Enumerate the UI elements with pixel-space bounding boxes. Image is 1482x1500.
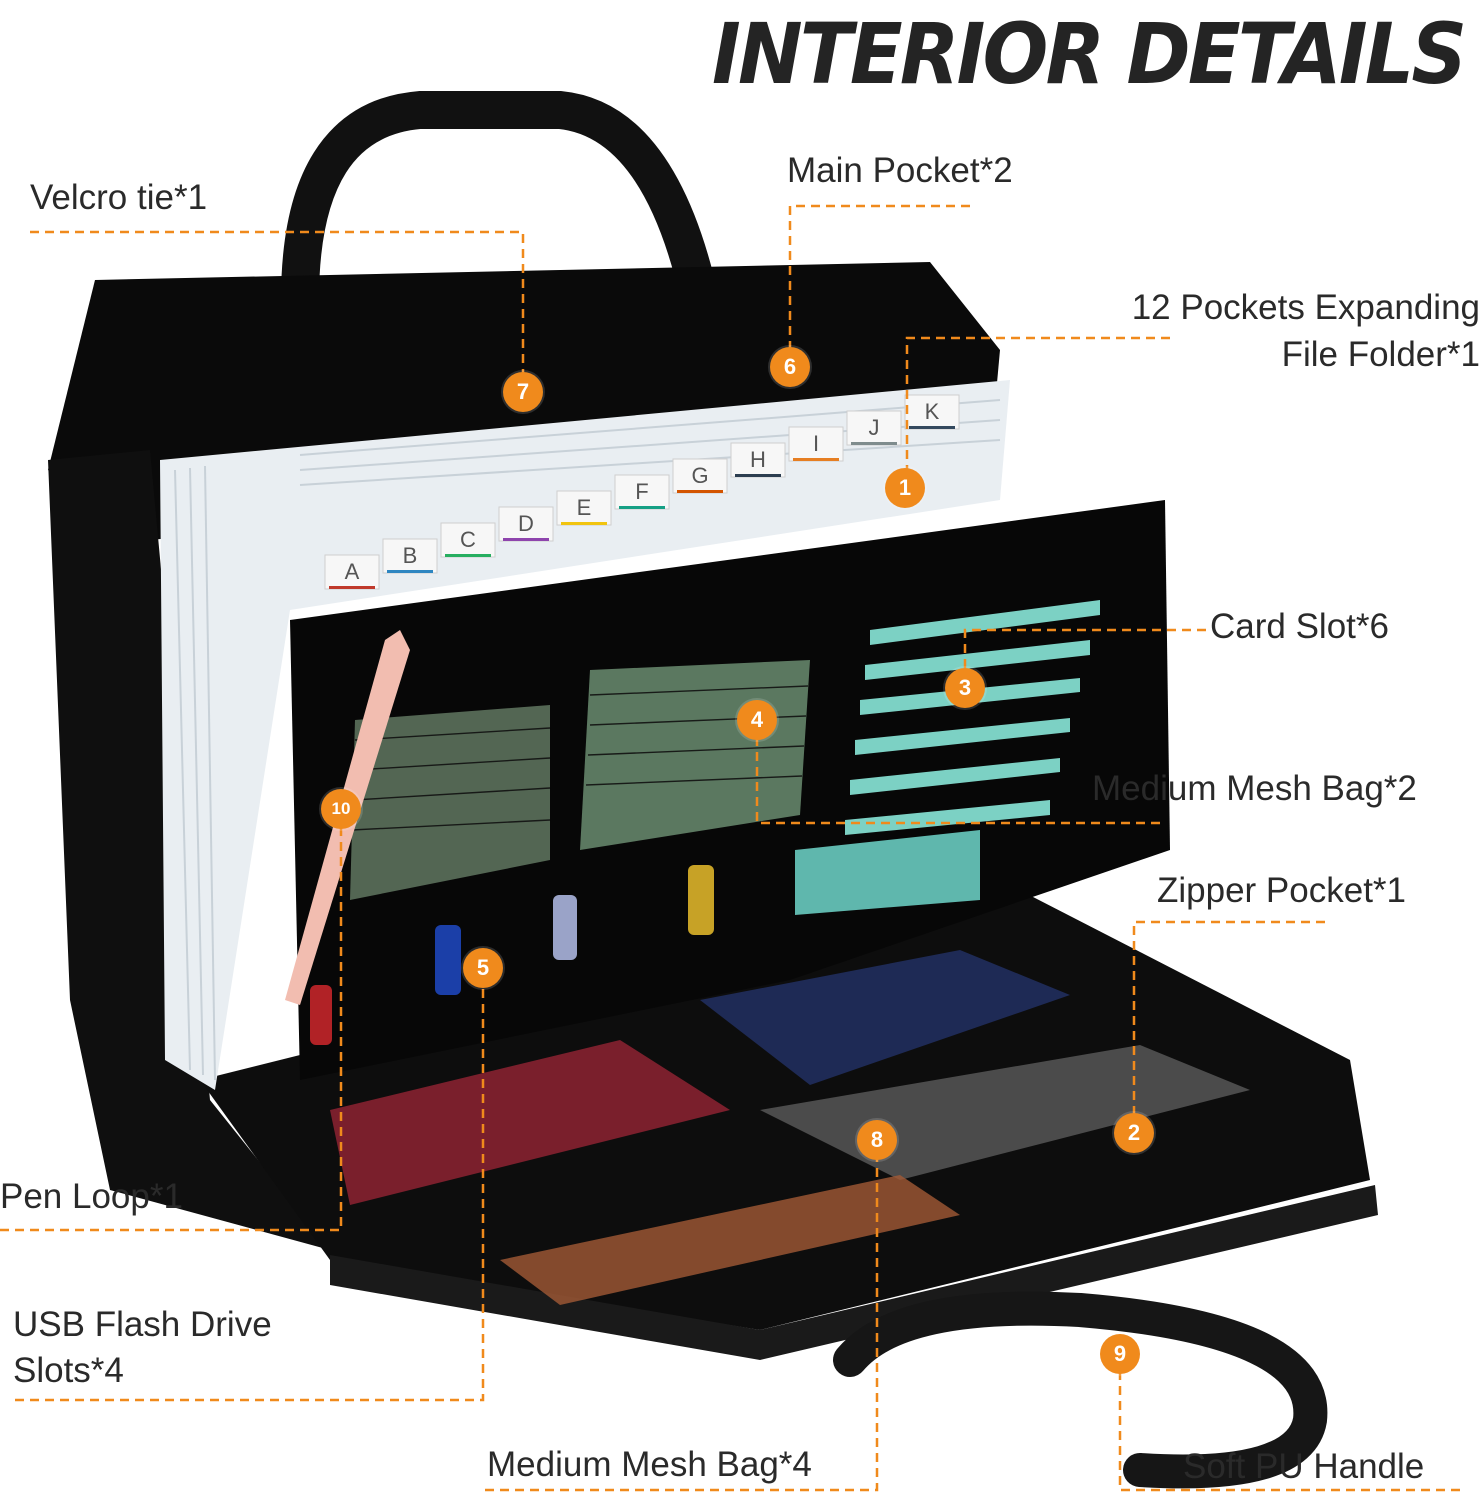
index-tab-card [846,410,902,446]
index-tab-card [440,522,496,558]
index-tab-stripe [503,538,549,541]
index-tab-stripe [387,570,433,573]
index-tab-h: H [730,442,786,478]
label-main-pocket: Main Pocket*2 [787,151,1013,190]
index-tab-g: G [672,458,728,494]
mesh-pocket-left [350,705,550,900]
label-usb-line2: Slots*4 [13,1351,124,1390]
badge-6: 6 [770,347,810,387]
index-tab-e: E [556,490,612,526]
badge-3: 3 [945,668,985,708]
index-tab-card [730,442,786,478]
index-tab-f: F [614,474,670,510]
index-tab-letter: I [813,431,819,456]
index-tab-card [498,506,554,542]
usb-drives [310,865,714,1045]
red-notebook [330,1040,730,1205]
index-tab-letter: K [925,399,940,424]
index-tab-letter: J [869,415,880,440]
label-usb-line1: USB Flash Drive [13,1305,272,1344]
index-tab-letter: A [345,559,360,584]
label-file-folder-line1: 12 Pockets Expanding [1131,288,1480,327]
index-tab-c: C [440,522,496,558]
top-handle [281,91,719,319]
index-tab-j: J [846,410,902,446]
index-tab-card [324,554,380,590]
index-tab-stripe [619,506,665,509]
card-slots [795,600,1100,915]
label-mesh-bag-4: Medium Mesh Bag*4 [487,1445,812,1484]
leader-lines [0,204,1460,1492]
index-tab-card [672,458,728,494]
label-velcro-tie: Velcro tie*1 [30,178,208,217]
index-tab-i: I [788,426,844,462]
index-tab-letter: H [750,447,766,472]
index-tab-stripe [561,522,607,525]
index-tab-letter: B [403,543,418,568]
index-tab-letter: D [518,511,534,536]
index-tab-letter: F [635,479,648,504]
label-file-folder-line2: File Folder*1 [1281,335,1480,374]
badge-5: 5 [463,948,503,988]
index-tab-card [788,426,844,462]
bag-side [48,450,330,1250]
label-pen-loop: Pen Loop*1 [0,1177,183,1216]
index-tab-a: A [324,554,380,590]
badge-4: 4 [737,700,777,740]
index-tab-d: D [498,506,554,542]
index-tab-stripe [329,586,375,589]
index-tab-stripe [793,458,839,461]
index-tabs: A B C D E F G H I J K [324,394,960,590]
index-tab-letter: E [577,495,592,520]
index-tab-b: B [382,538,438,574]
index-tab-k: K [904,394,960,430]
index-tab-card [556,490,612,526]
label-mesh-bag-2: Medium Mesh Bag*2 [1092,769,1417,808]
label-zipper-pocket: Zipper Pocket*1 [1157,871,1407,910]
index-tab-letter: C [460,527,476,552]
front-handle [833,1291,1328,1489]
badge-9: 9 [1100,1334,1140,1374]
badge-7: 7 [503,372,543,412]
index-tab-stripe [445,554,491,557]
label-soft-handle: Soft PU Handle [1183,1447,1425,1486]
index-tab-stripe [851,442,897,445]
bag-tray [200,880,1370,1330]
blue-notebook [700,950,1070,1085]
orange-folder [500,1175,960,1305]
index-tab-letter: G [691,463,708,488]
page-title: INTERIOR DETAILS [712,5,1467,103]
badge-1: 1 [885,468,925,508]
index-tab-card [904,394,960,430]
index-tab-stripe [735,474,781,477]
badge-10: 10 [321,789,361,829]
label-card-slot: Card Slot*6 [1210,607,1389,646]
badge-8: 8 [857,1120,897,1160]
index-tab-stripe [909,426,955,429]
index-tab-stripe [677,490,723,493]
badge-2: 2 [1114,1113,1154,1153]
